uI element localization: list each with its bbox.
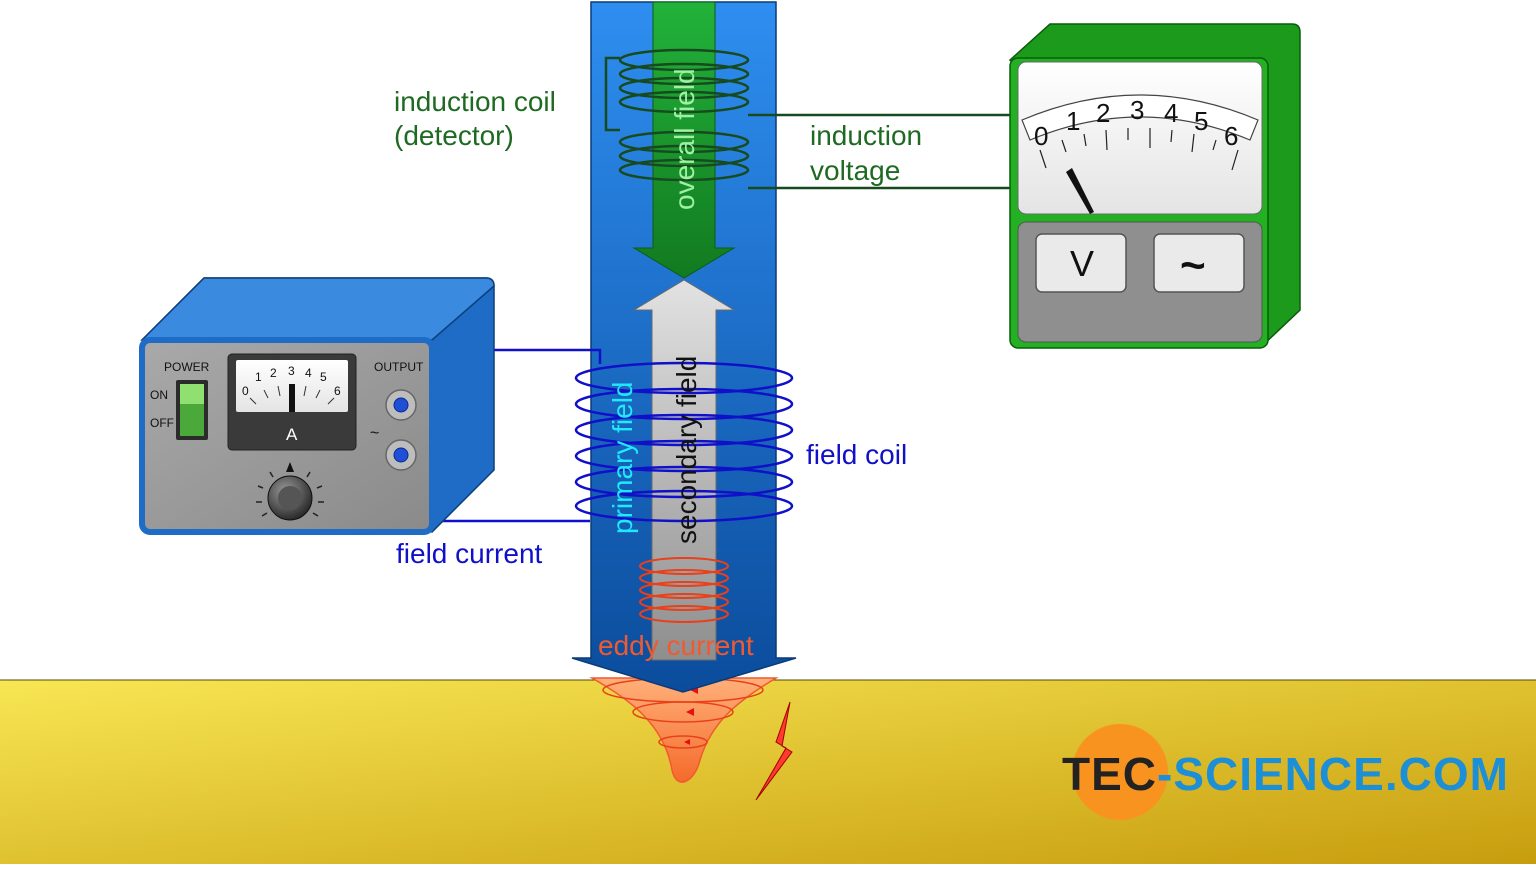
ammeter-tick-1: 1 <box>255 370 262 384</box>
output-label: OUTPUT <box>374 360 424 374</box>
eddy-current-zone <box>589 677 779 783</box>
voltmeter: 0 1 2 3 4 5 6 V ~ <box>1008 23 1301 349</box>
voltmeter-needle <box>1066 168 1094 214</box>
ammeter-tick-2: 2 <box>270 366 277 380</box>
ammeter: 0 1 2 3 4 5 6 A <box>227 353 357 451</box>
power-label: POWER <box>164 360 210 374</box>
ac-mode-button[interactable]: ~ <box>1153 233 1245 293</box>
voltmeter-tick-1: 1 <box>1066 106 1080 136</box>
induction-coil-label: induction coil <box>394 86 556 117</box>
svg-text:~: ~ <box>1180 241 1206 290</box>
ammeter-unit: A <box>286 425 298 444</box>
ammeter-needle <box>289 384 295 412</box>
field-coil <box>574 361 794 523</box>
induction-label: induction <box>810 120 922 151</box>
tec-science-logo: TEC-SCIENCE.COM <box>1062 724 1509 820</box>
on-label: ON <box>150 388 168 402</box>
ammeter-tick-4: 4 <box>305 366 312 380</box>
logo-part-1: TEC <box>1062 748 1157 800</box>
output-terminal-2[interactable] <box>385 439 417 471</box>
detector-label: (detector) <box>394 120 514 151</box>
voltmeter-tick-0: 0 <box>1034 121 1048 151</box>
field-coil-label: field coil <box>806 439 907 470</box>
logo-part-2: -SCIENCE <box>1157 748 1385 800</box>
svg-text:V: V <box>1070 243 1094 284</box>
voltmeter-tick-4: 4 <box>1164 98 1178 128</box>
svg-text:TEC-SCIENCE.COM: TEC-SCIENCE.COM <box>1062 748 1509 800</box>
off-label: OFF <box>150 416 174 430</box>
ammeter-tick-3: 3 <box>288 364 295 378</box>
eddy-coil-rings <box>639 557 729 623</box>
voltmeter-tick-6: 6 <box>1224 121 1238 151</box>
voltmeter-tick-5: 5 <box>1194 106 1208 136</box>
ammeter-tick-6: 6 <box>334 384 341 398</box>
ammeter-tick-5: 5 <box>320 370 327 384</box>
current-knob[interactable] <box>256 462 324 521</box>
ac-symbol: ~ <box>370 425 379 442</box>
voltmeter-tick-2: 2 <box>1096 98 1110 128</box>
primary-field-label: primary field <box>607 382 638 534</box>
voltage-button[interactable]: V <box>1035 233 1127 293</box>
overall-field-label: overall field <box>669 68 700 210</box>
output-terminal-1[interactable] <box>385 389 417 421</box>
voltage-label: voltage <box>810 155 900 186</box>
field-current-label: field current <box>396 538 543 569</box>
power-supply: POWER ON OFF 0 1 2 3 4 5 6 <box>139 277 495 535</box>
crack-defect <box>755 701 793 801</box>
test-material <box>0 680 1536 864</box>
secondary-field-label: secondary field <box>671 356 702 544</box>
detector-coil-link <box>604 56 620 132</box>
eddy-current-label: eddy current <box>598 630 754 661</box>
detector-coil <box>618 48 750 182</box>
power-switch[interactable] <box>176 380 208 440</box>
voltmeter-tick-3: 3 <box>1130 95 1144 125</box>
overall-field-arrow <box>632 1 736 279</box>
logo-part-3: .COM <box>1385 748 1509 800</box>
ammeter-tick-0: 0 <box>242 384 249 398</box>
